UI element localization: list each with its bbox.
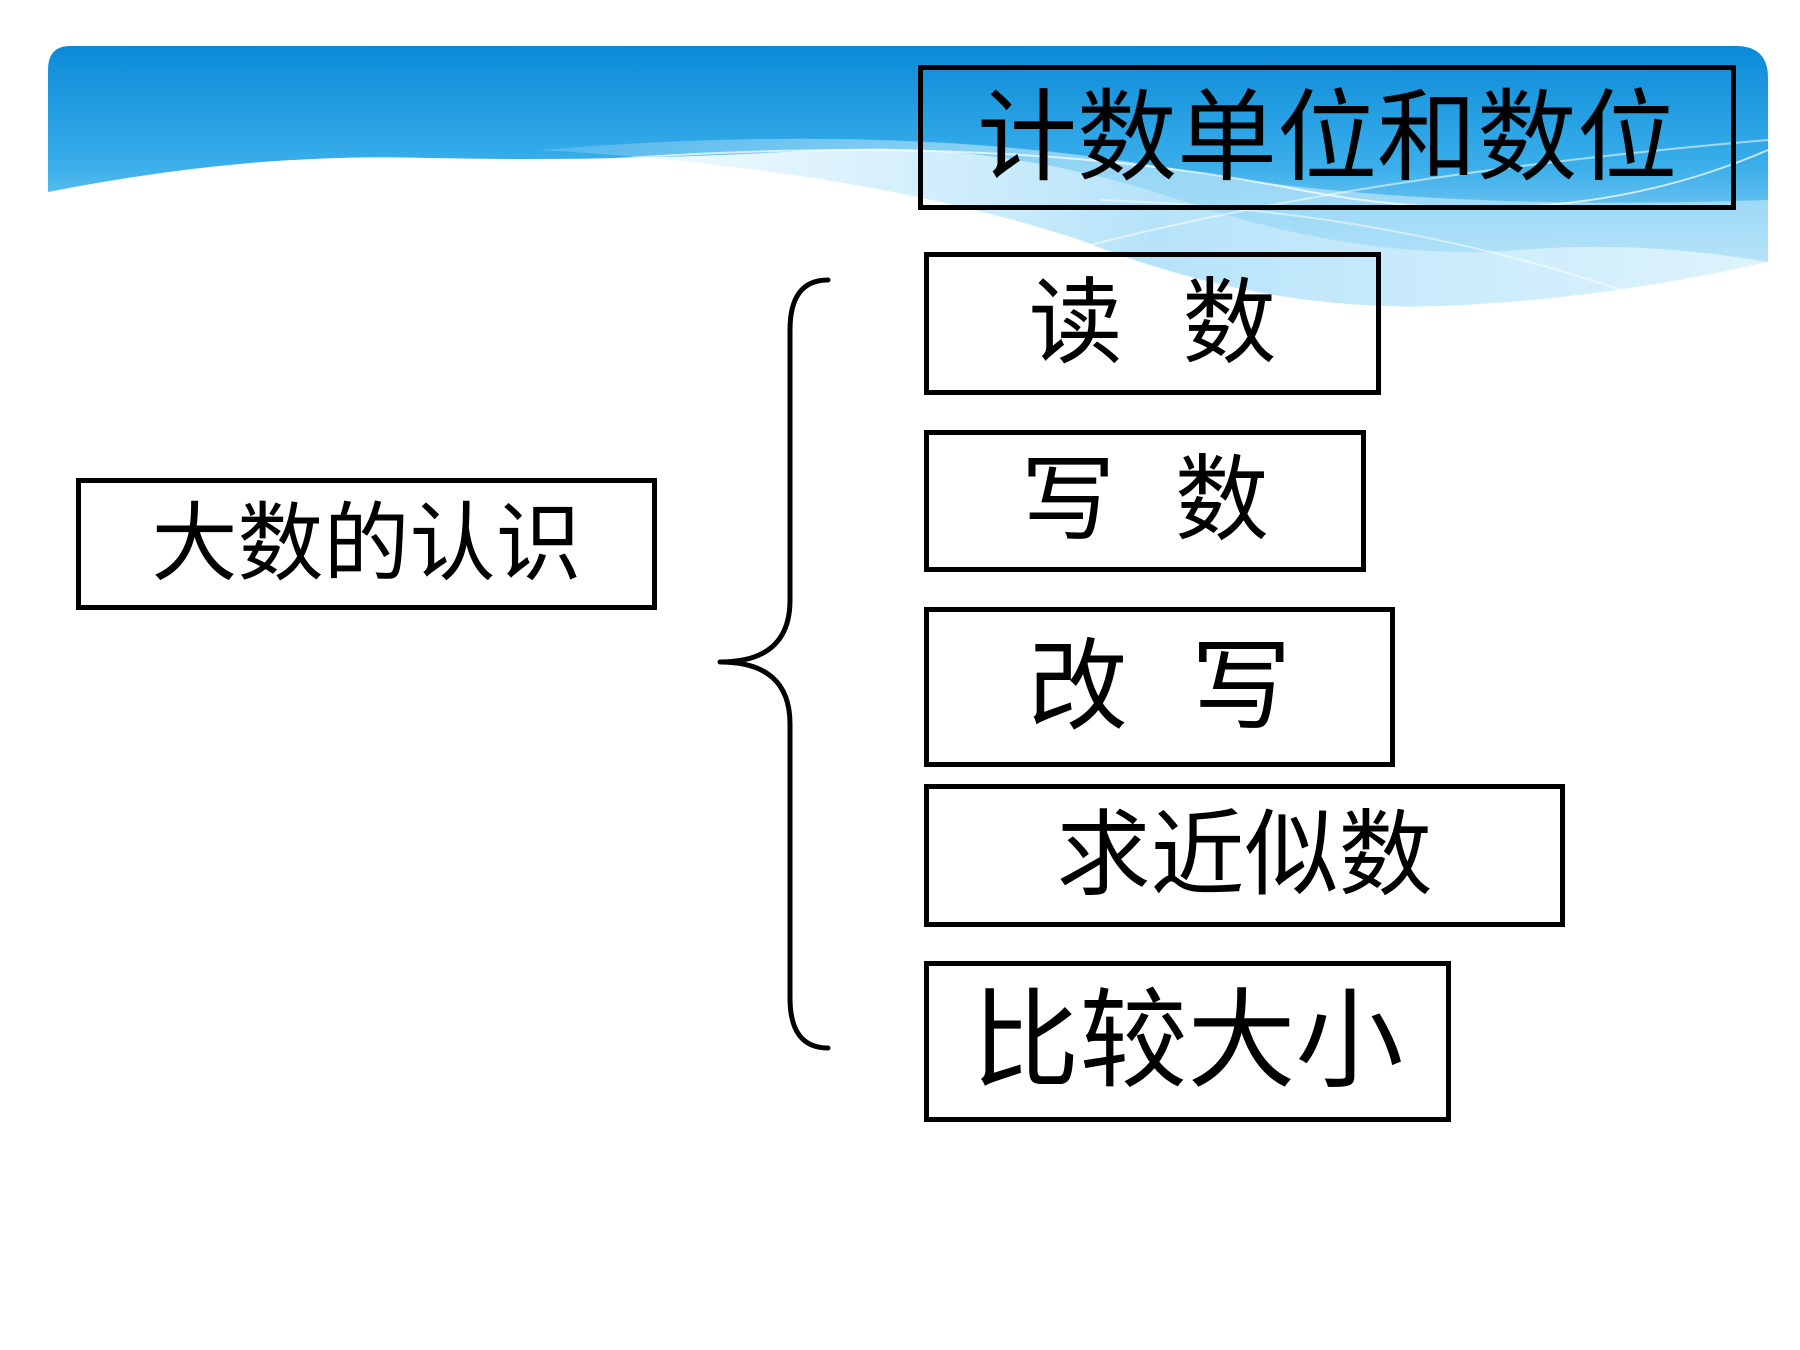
branch-box-counting-units: 计数单位和数位	[918, 65, 1736, 210]
branch-box-rewriting: 改 写	[924, 607, 1395, 767]
branch-box-comparison: 比较大小	[924, 961, 1451, 1122]
branch-box-reading: 读 数	[924, 252, 1381, 395]
root-node-box: 大数的认识	[76, 478, 657, 610]
branch-box-writing: 写 数	[924, 430, 1366, 572]
curly-brace-icon	[717, 277, 831, 1051]
branch-box-approximation: 求近似数	[924, 784, 1565, 927]
